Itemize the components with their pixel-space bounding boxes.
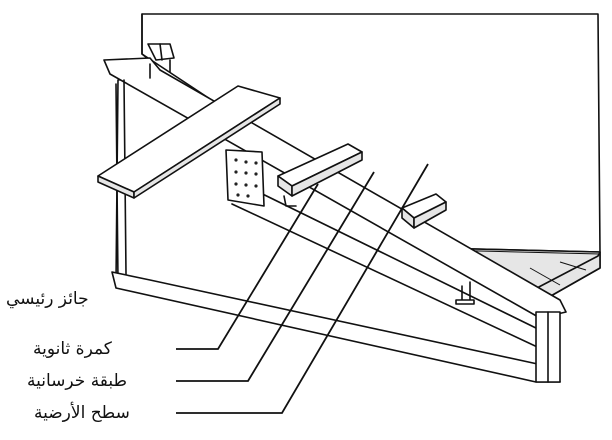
secondary-beam-middle — [277, 143, 363, 207]
label-main-girder: جائز رئيسي — [6, 289, 89, 309]
bolted-plate — [225, 149, 265, 207]
connection-plate — [225, 149, 265, 207]
plate-bolts — [234, 158, 258, 198]
leader-floor-surface — [176, 163, 429, 414]
girder-stiffeners — [455, 281, 475, 305]
label-floor-surface: سطح الأرضية — [34, 403, 130, 423]
right-beam-flange-side — [413, 201, 447, 229]
secondary-beam-back — [147, 43, 175, 79]
middle-beam-flange-side — [291, 151, 363, 197]
leader-lines — [176, 163, 429, 414]
label-secondary-beam: كمرة ثانوية — [33, 339, 112, 359]
middle-beam-web — [283, 195, 297, 207]
label-concrete-layer: طبقة خرسانية — [27, 371, 128, 391]
secondary-beam-left — [97, 85, 281, 199]
girder-web-lower-line — [231, 203, 549, 353]
leader-secondary-beam — [176, 183, 319, 350]
leader-concrete-layer — [176, 171, 375, 382]
left-beam-flange-side — [133, 97, 281, 199]
secondary-beam-right — [401, 193, 447, 229]
